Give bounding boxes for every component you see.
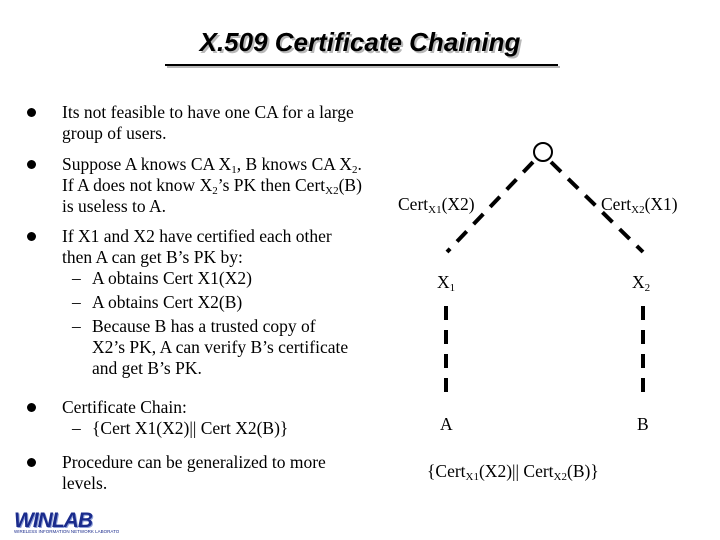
sub-bullet: {Cert X1(X2)|| Cert X2(B)} bbox=[92, 418, 289, 438]
node-b: B bbox=[637, 414, 649, 434]
bullet-dot-icon bbox=[27, 108, 36, 117]
bullet-dot-icon bbox=[27, 232, 36, 241]
bullet-dot-icon bbox=[27, 403, 36, 412]
bullet-2-text: Suppose A knows CA X1, B knows CA X2. If… bbox=[62, 154, 362, 216]
bullet-1-text: Its not feasible to have one CA for a la… bbox=[62, 102, 354, 143]
logo-tagline: WIRELESS INFORMATION NETWORK LABORATORY bbox=[14, 529, 119, 534]
title-underline bbox=[165, 64, 558, 66]
edge-root-x2 bbox=[549, 160, 645, 254]
slide-title: X.509 Certificate Chaining bbox=[199, 27, 521, 57]
edge-root-x1 bbox=[445, 160, 535, 254]
bullet-4-text: Certificate Chain: bbox=[62, 397, 187, 417]
bullet-dot-icon bbox=[27, 160, 36, 169]
bullet-5-text: Procedure can be generalized to more lev… bbox=[62, 452, 326, 493]
bullet-3-text: If X1 and X2 have certified each other t… bbox=[62, 226, 332, 267]
node-x2: X2 bbox=[632, 272, 651, 294]
node-x1: X1 bbox=[437, 272, 456, 294]
chain-label: {CertX1(X2)|| CertX2(B)} bbox=[427, 461, 599, 483]
sub-bullet: A obtains Cert X2(B) bbox=[92, 292, 243, 312]
sub-bullet: A obtains Cert X1(X2) bbox=[92, 268, 252, 288]
bullet-dot-icon bbox=[27, 458, 36, 467]
sub-bullet: Because B has a trusted copy of X2’s PK,… bbox=[92, 316, 349, 378]
cert-x1-x2-label: CertX1(X2) bbox=[398, 194, 475, 216]
root-node-icon bbox=[533, 142, 553, 162]
node-a: A bbox=[440, 414, 453, 434]
cert-x2-x1-label: CertX2(X1) bbox=[601, 194, 678, 216]
logo-wordmark: WINLAB bbox=[14, 509, 93, 532]
winlab-logo: WINLAB WIRELESS INFORMATION NETWORK LABO… bbox=[12, 509, 119, 535]
